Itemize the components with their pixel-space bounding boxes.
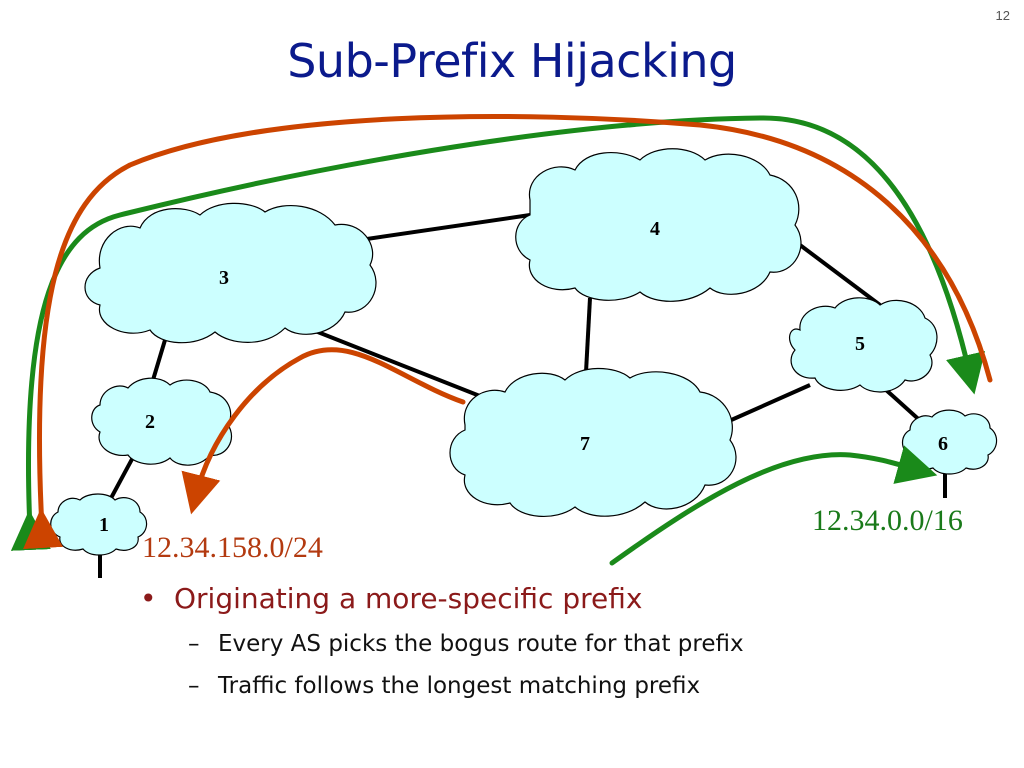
route-arrows <box>10 113 993 566</box>
link-3-4 <box>359 213 531 242</box>
sub-bullet-2: – Traffic follows the longest matching p… <box>188 673 744 699</box>
cloud-as-3 <box>84 202 377 344</box>
dash-icon: – <box>188 631 200 657</box>
link-7-5 <box>719 383 811 427</box>
as-label-2: 2 <box>145 411 155 433</box>
as-label-1: 1 <box>99 514 109 536</box>
hijack-route-arc <box>23 113 993 550</box>
as-label-7: 7 <box>580 433 590 455</box>
cloud-as-7 <box>449 367 737 518</box>
link-4-5 <box>798 243 882 307</box>
slide-title: Sub-Prefix Hijacking <box>287 34 737 88</box>
bullet-dot: • <box>140 582 157 615</box>
as-label-3: 3 <box>219 267 229 289</box>
bullet-main: • Originating a more-specific prefix <box>140 582 744 615</box>
cloud-as-4 <box>515 148 802 302</box>
legit-route-short <box>609 445 938 566</box>
as-label-6: 6 <box>938 433 948 455</box>
bullet-main-text: Originating a more-specific prefix <box>174 582 643 615</box>
sub-bullet-2-text: Traffic follows the longest matching pre… <box>218 673 701 699</box>
link-3-7 <box>299 323 491 402</box>
legit-prefix-label: 12.34.0.0/16 <box>812 504 963 537</box>
cloud-as-6 <box>901 409 998 475</box>
sub-bullet-1: – Every AS picks the bogus route for tha… <box>188 631 744 657</box>
as-label-4: 4 <box>650 218 660 240</box>
hijack-route-short <box>181 347 466 515</box>
sub-bullet-1-text: Every AS picks the bogus route for that … <box>218 631 744 657</box>
slide-number: 12 <box>995 8 1010 23</box>
dash-icon: – <box>188 673 200 699</box>
hijack-prefix-label: 12.34.158.0/24 <box>142 531 323 564</box>
as-label-5: 5 <box>855 333 865 355</box>
link-4-7 <box>584 297 592 373</box>
bullet-list: • Originating a more-specific prefix – E… <box>140 582 744 699</box>
